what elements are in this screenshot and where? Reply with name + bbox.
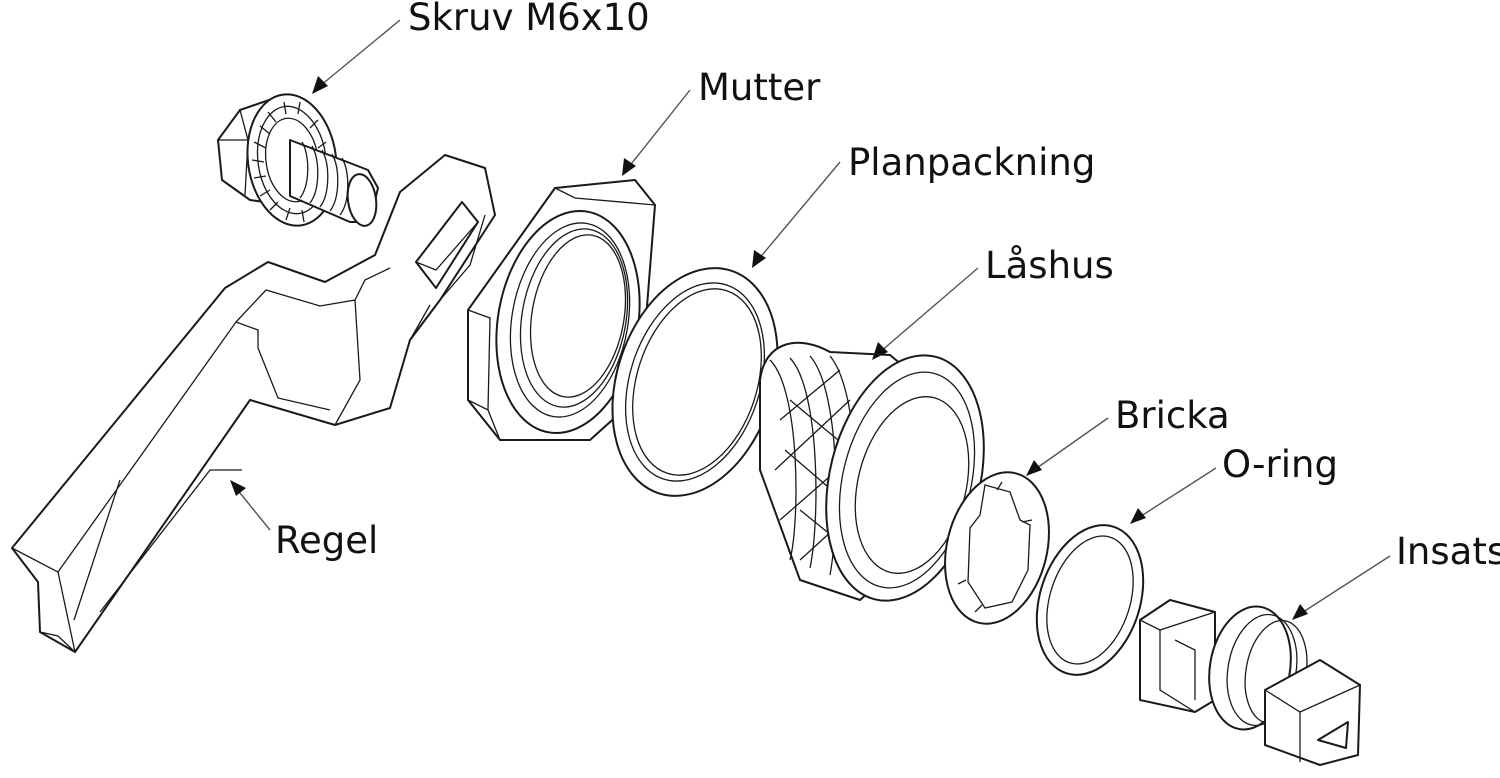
leader-bricka [1033, 417, 1109, 471]
label-bricka: Bricka [1115, 394, 1230, 437]
label-insats: Insats [1396, 530, 1500, 573]
part-mutter [467, 179, 656, 441]
label-mutter: Mutter [698, 66, 821, 109]
arrow-regel [230, 480, 246, 496]
label-oring: O-ring [1222, 443, 1338, 486]
leader-regel [235, 487, 271, 531]
part-skruv [217, 93, 379, 227]
label-planpackning: Planpackning [848, 141, 1095, 184]
arrow-skruv [312, 76, 328, 94]
part-lashus [759, 341, 985, 602]
arrow-mutter [622, 158, 636, 176]
part-regel [11, 154, 496, 653]
arrow-planpackning [752, 250, 766, 268]
part-oring [1035, 524, 1145, 676]
leader-skruv [319, 19, 401, 87]
arrow-insats [1292, 604, 1308, 620]
label-skruv: Skruv M6x10 [408, 0, 650, 39]
leader-lines [230, 19, 1391, 620]
part-insats [1139, 599, 1361, 766]
leader-lashus [879, 267, 979, 353]
leader-planpackning [757, 161, 841, 261]
label-lashus: Låshus [985, 244, 1114, 287]
part-bricka [944, 471, 1050, 625]
leader-insats [1299, 555, 1391, 615]
arrow-lashus [872, 342, 888, 360]
label-regel: Regel [275, 519, 378, 562]
arrow-bricka [1026, 460, 1042, 476]
leader-oring [1137, 467, 1217, 519]
arrow-oring [1130, 508, 1146, 524]
leader-mutter [627, 89, 691, 169]
